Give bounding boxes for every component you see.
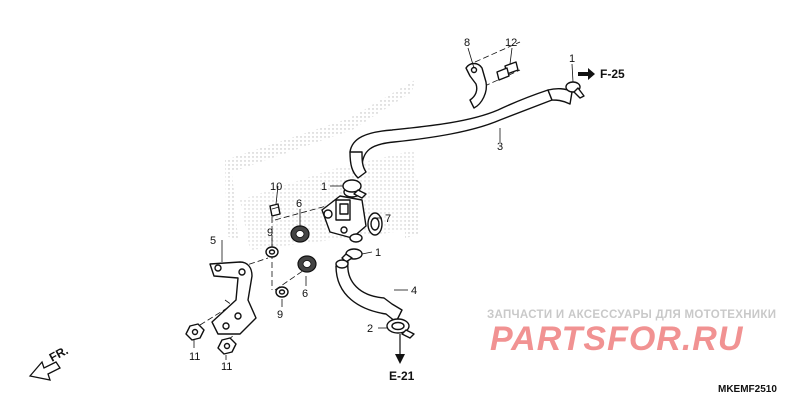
callout-7: 7 [385, 213, 391, 225]
callout-9-lower: 9 [277, 309, 283, 321]
callout-1-lower: 1 [375, 247, 381, 259]
callout-11-left: 11 [189, 351, 200, 363]
ref-e21-label: E-21 [389, 369, 415, 383]
callout-12: 12 [505, 37, 517, 49]
part-2-clamp [386, 318, 415, 339]
callout-11-right: 11 [221, 361, 232, 373]
callout-numbers: 8 12 1 3 1 10 6 7 5 9 1 4 6 9 2 11 11 [189, 37, 575, 373]
callout-6-upper: 6 [296, 198, 302, 210]
callout-6-lower: 6 [302, 288, 308, 300]
part-5-bracket [209, 261, 257, 335]
part-1-clamp-valve [342, 179, 367, 199]
part-6-grommets [290, 225, 317, 273]
front-arrow: FR. [28, 343, 71, 381]
callout-8: 8 [464, 37, 470, 49]
part-12-bolt [496, 61, 519, 81]
part-10-bolt [269, 203, 281, 217]
callout-3: 3 [497, 141, 503, 153]
callout-1-valve: 1 [321, 181, 327, 193]
callout-10: 10 [270, 181, 282, 193]
callout-9-upper: 9 [267, 227, 273, 239]
callout-1-top: 1 [569, 53, 575, 65]
callout-5: 5 [210, 235, 216, 247]
callout-4: 4 [411, 285, 417, 297]
front-arrow-label: FR. [47, 343, 71, 364]
part-3-air-tube [349, 87, 573, 179]
part-11-nuts [185, 323, 237, 355]
watermark-logo: PARTSFOR.RU [490, 320, 744, 358]
ref-f25: F-25 [578, 67, 625, 81]
part-8-bracket [465, 62, 488, 109]
ref-f25-label: F-25 [600, 67, 625, 81]
part-4-lower-hose [335, 259, 403, 323]
figure-code: MKEMF2510 [718, 384, 777, 395]
watermark-tagline: ЗАПЧАСТИ И АКСЕССУАРЫ ДЛЯ МОТОТЕХНИКИ [487, 309, 776, 321]
watermark: ЗАПЧАСТИ И АКСЕССУАРЫ ДЛЯ МОТОТЕХНИКИ PA… [487, 309, 776, 358]
callout-2: 2 [367, 323, 373, 335]
part-9-collars [265, 246, 289, 298]
ref-e21: E-21 [389, 334, 415, 383]
leader-lines [193, 47, 574, 360]
part-7-valve [321, 186, 383, 243]
